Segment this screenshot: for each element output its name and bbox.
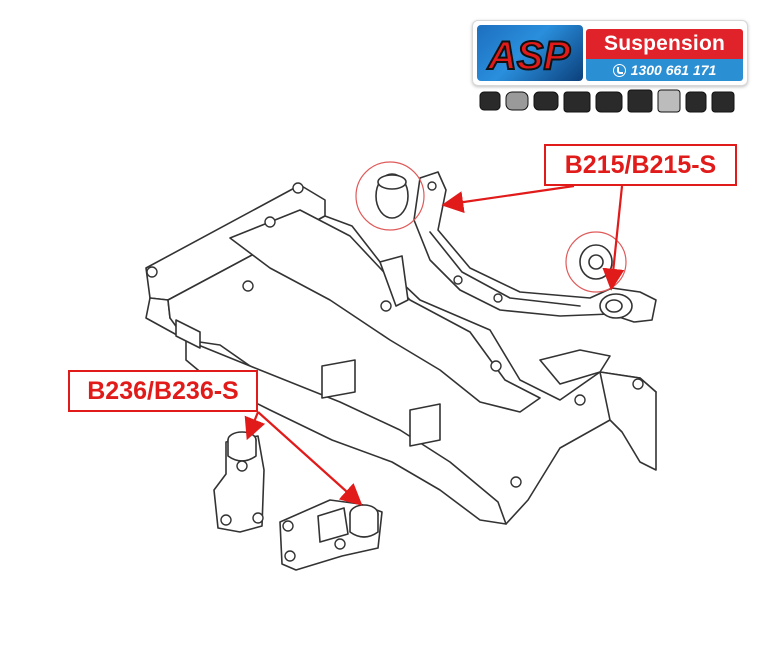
bolt-hole xyxy=(252,512,264,524)
bolt-hole xyxy=(490,360,502,372)
bolt-hole xyxy=(282,520,294,532)
subframe-underside xyxy=(175,319,201,349)
asp-logo-text: ASP xyxy=(487,34,571,78)
bolt-hole xyxy=(292,182,304,194)
phone-number-bar: 1300 661 171 xyxy=(586,59,743,81)
subframe-bracket-lower xyxy=(321,359,356,399)
brand-name: Suspension xyxy=(586,29,743,59)
arrow-top-to-bush xyxy=(602,185,625,291)
bolt-hole xyxy=(284,550,296,562)
arrow-bottom-to-left-mount xyxy=(244,411,266,441)
phone-number: 1300 661 171 xyxy=(630,62,717,78)
bolt-hole xyxy=(493,293,503,303)
subframe-right-end xyxy=(599,371,657,471)
subframe-right-flange xyxy=(539,349,611,385)
bolt-hole xyxy=(334,538,346,550)
bolt-hole xyxy=(632,378,644,390)
bolt-hole xyxy=(264,216,276,228)
phone-icon xyxy=(612,63,626,77)
mount-left-bracket xyxy=(213,435,265,533)
part-label-b236: B236/B236-S xyxy=(68,370,258,412)
bolt-hole xyxy=(242,280,254,292)
trailing-arm-edge xyxy=(429,231,581,307)
mount-right-window xyxy=(317,507,349,543)
right-bush-inner xyxy=(588,254,604,270)
arrow-top-to-arm xyxy=(441,184,575,213)
bolt-hole xyxy=(220,514,232,526)
part-label-b215: B215/B215-S xyxy=(544,144,737,186)
bolt-hole xyxy=(427,181,437,191)
bolt-hole xyxy=(380,300,392,312)
highlight-circle-top-bush xyxy=(355,161,425,231)
asp-suspension-logo: ASP Suspension 1300 661 171 xyxy=(472,20,748,86)
bushing-thumbnail-icon xyxy=(479,89,735,113)
bolt-hole xyxy=(146,266,158,278)
bolt-hole xyxy=(453,275,463,285)
mount-right-bush-body xyxy=(349,513,379,538)
bolt-hole xyxy=(236,460,248,472)
bolt-hole xyxy=(574,394,586,406)
arm-end-bush-inner xyxy=(605,299,623,313)
arrow-bottom-to-right-mount xyxy=(257,411,363,506)
trailing-arm xyxy=(413,171,657,323)
subframe-bracket-lower-2 xyxy=(409,403,441,447)
bolt-hole xyxy=(510,476,522,488)
top-bush-face xyxy=(377,174,407,190)
mount-left-bush-body xyxy=(227,439,257,462)
subframe-center-post xyxy=(379,255,409,307)
asp-logo-mark: ASP xyxy=(477,25,583,81)
highlight-circle-right-bush xyxy=(565,231,627,293)
